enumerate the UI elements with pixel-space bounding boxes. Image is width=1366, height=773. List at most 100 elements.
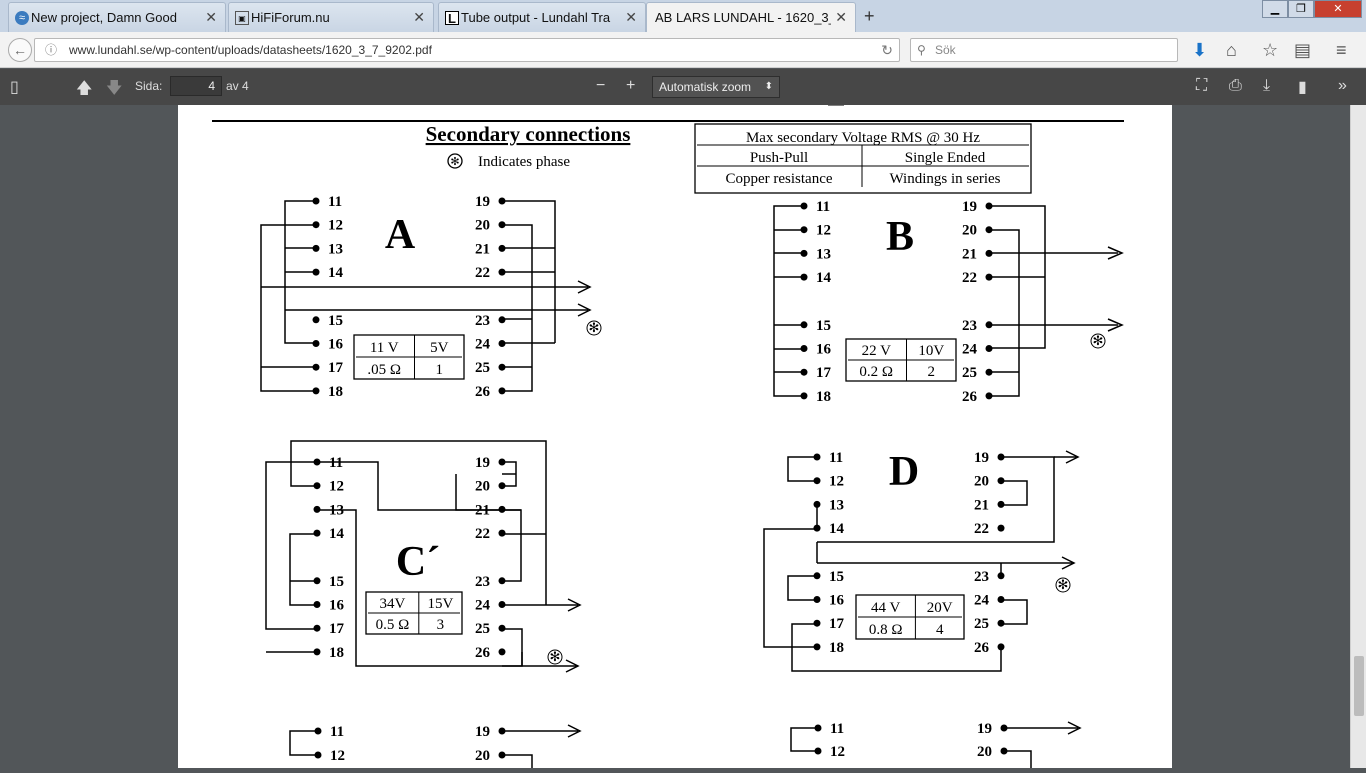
menu-icon[interactable]: ≡ <box>1336 40 1347 60</box>
diagram-letter: D <box>889 449 919 495</box>
terminal-dot <box>313 529 321 537</box>
terminal-dot <box>997 572 1005 580</box>
bookmark-star-icon[interactable]: ☆ <box>1262 40 1279 60</box>
legend-copper-resistance: Copper resistance <box>725 171 832 187</box>
terminal-dot <box>813 643 821 651</box>
terminal-label: 13 <box>329 502 344 518</box>
terminal-dot <box>498 340 506 347</box>
terminal-dot <box>800 392 808 400</box>
terminal-dot <box>813 596 821 603</box>
spec-single-ended-voltage: 15V <box>427 596 453 612</box>
svg-text:✻: ✻ <box>450 156 459 168</box>
maximize-icon[interactable]: ❐ <box>1288 0 1314 18</box>
terminal-label: 21 <box>962 246 977 262</box>
zoom-out-icon[interactable]: − <box>596 77 606 94</box>
page-number-input[interactable]: 4 <box>170 76 222 96</box>
reload-icon[interactable]: ↻ <box>881 42 893 58</box>
terminal-label: 24 <box>962 342 978 358</box>
terminal-dot <box>498 197 506 205</box>
terminal-label: 13 <box>816 246 831 262</box>
terminal-dot <box>312 363 320 371</box>
terminal-label: 11 <box>816 199 830 215</box>
home-icon[interactable]: ⌂ <box>1226 40 1237 60</box>
terminal-dot <box>498 648 506 656</box>
terminal-dot <box>313 482 321 490</box>
terminal-label: 25 <box>475 621 490 637</box>
terminal-label: 17 <box>816 365 832 381</box>
terminal-label: 19 <box>962 199 977 215</box>
print-icon[interactable]: ⎙ <box>1229 77 1242 94</box>
reading-list-icon[interactable]: ▤ <box>1294 40 1312 60</box>
terminal-label: 15 <box>329 574 344 590</box>
terminal-dot <box>814 747 822 755</box>
zoom-select[interactable]: Automatisk zoom ⬍ <box>652 76 780 98</box>
fullscreen-icon[interactable]: ⛶ <box>1196 77 1208 94</box>
close-icon[interactable]: ✕ <box>625 9 637 25</box>
terminal-label: 18 <box>816 389 831 405</box>
back-arrow-icon[interactable]: ← <box>8 38 32 62</box>
bookmark-icon[interactable]: ▮ <box>1298 79 1307 96</box>
tab-title: New project, Damn Good 3... <box>31 10 181 25</box>
terminal-label: 17 <box>328 360 344 376</box>
terminal-label: 16 <box>329 598 345 614</box>
terminal-label: 20 <box>475 218 490 234</box>
terminal-dot <box>985 368 993 376</box>
zoom-in-icon[interactable]: + <box>626 77 636 94</box>
page-label: Sida: <box>135 79 163 93</box>
previous-page-icon[interactable]: 🡅 <box>76 80 93 97</box>
terminal-dot <box>985 202 993 210</box>
minimize-icon[interactable]: ▁ <box>1262 0 1288 18</box>
tab-4-active[interactable]: AB LARS LUNDAHL - 1620_3_7_... ✕ <box>646 2 856 32</box>
terminal-dot <box>997 596 1005 603</box>
terminal-dot <box>312 387 320 395</box>
close-icon[interactable]: ✕ <box>413 9 425 25</box>
next-page-icon[interactable]: 🡇 <box>106 80 123 97</box>
terminal-dot <box>314 751 322 759</box>
terminal-label: 11 <box>830 721 844 737</box>
spec-windings-series: 2 <box>928 364 936 380</box>
terminal-label: 26 <box>962 389 978 405</box>
search-input[interactable]: ⚲ Sök <box>910 38 1178 62</box>
tab-1[interactable]: ≈ New project, Damn Good 3... ✕ <box>8 2 226 32</box>
terminal-label: 20 <box>475 479 490 495</box>
terminal-label: 21 <box>475 502 490 518</box>
terminal-dot <box>498 727 506 735</box>
terminal-label: 26 <box>475 384 491 400</box>
tab-2[interactable]: ▣ HiFiForum.nu ✕ <box>228 2 434 32</box>
scrollbar-thumb[interactable] <box>1354 656 1364 716</box>
terminal-label: 15 <box>816 318 831 334</box>
navigation-bar: ← ⓘ www.lundahl.se/wp-content/uploads/da… <box>0 32 1366 68</box>
terminal-dot <box>498 751 506 759</box>
save-icon[interactable]: ⤓ <box>1263 77 1271 94</box>
info-icon[interactable]: ⓘ <box>45 43 58 57</box>
close-icon[interactable]: ✕ <box>835 9 847 25</box>
zoom-value: Automatisk zoom <box>659 80 752 94</box>
window-close-icon[interactable]: ✕ <box>1314 0 1362 18</box>
terminal-label: 20 <box>475 748 490 764</box>
terminal-label: 12 <box>329 479 344 495</box>
sidebar-toggle-icon[interactable]: ▯ <box>10 79 19 96</box>
new-tab-icon[interactable]: + <box>864 6 875 26</box>
terminal-label: 12 <box>829 474 844 490</box>
diagram-letter: B <box>886 214 914 260</box>
vertical-scrollbar[interactable] <box>1350 105 1366 768</box>
search-icon: ⚲ <box>917 43 926 57</box>
terminal-dot <box>498 316 506 324</box>
terminal-dot <box>985 321 993 329</box>
url-bar[interactable]: ⓘ www.lundahl.se/wp-content/uploads/data… <box>34 38 900 62</box>
tools-chevron-icon[interactable]: » <box>1338 77 1347 94</box>
terminal-label: 25 <box>475 360 490 376</box>
terminal-dot <box>800 226 808 234</box>
terminal-dot <box>498 624 506 632</box>
terminal-dot <box>313 577 321 585</box>
spec-copper-resistance: 0.5 Ω <box>376 617 410 633</box>
close-icon[interactable]: ✕ <box>205 9 217 25</box>
terminal-label: 20 <box>977 744 992 760</box>
terminal-dot <box>312 316 320 324</box>
terminal-dot <box>813 453 821 461</box>
tab-3[interactable]: L Tube output - Lundahl Tra... ✕ <box>438 2 646 32</box>
download-icon[interactable]: ⬇ <box>1192 40 1208 60</box>
terminal-dot <box>313 601 321 608</box>
